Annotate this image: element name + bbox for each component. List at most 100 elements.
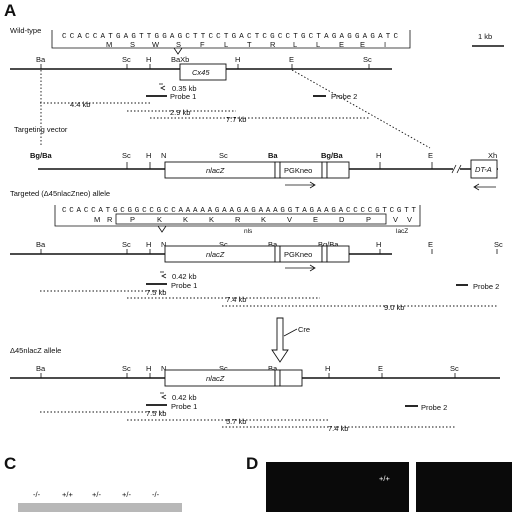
nlacz-label: nlacZ	[206, 374, 225, 383]
aa: F	[200, 40, 205, 49]
targeting-vector-title: Targeting vector	[14, 125, 68, 134]
aa: L	[316, 40, 320, 49]
site-label: Bg/Ba	[321, 151, 343, 160]
targeted-sequence: CCACCATGCGGCCGCCAAAAAGAAGAGAAAGGTAGAAGAC…	[62, 207, 416, 215]
aa: V	[407, 215, 412, 224]
aa: S	[130, 40, 135, 49]
aa: W	[152, 40, 160, 49]
site-label: N	[161, 151, 166, 160]
site-label: E	[378, 364, 383, 373]
site-label: Sc	[363, 55, 372, 64]
cre-label: Cre	[298, 325, 310, 334]
targeted-allele-title: Targeted (Δ45nlacZneo) allele	[10, 189, 110, 198]
fragment-label: 7.5 kb	[146, 409, 166, 418]
targeted-small-fragment-arrow	[160, 271, 167, 279]
scale-bar-label: 1 kb	[478, 32, 492, 41]
cre-label-leader	[283, 328, 298, 337]
aa: M	[94, 215, 100, 224]
site-label: E	[428, 240, 433, 249]
pgkneo-label: PGKneo	[284, 250, 312, 259]
probe-1-label: Probe 1	[171, 281, 197, 290]
fragment-label: 7.7 kb	[226, 115, 246, 124]
wildtype-sequence-bracket	[51, 30, 411, 49]
aa: R	[235, 215, 241, 224]
wildtype-pointer	[173, 47, 183, 55]
site-label: H	[325, 364, 330, 373]
microscopy-genotype-label: +/+	[379, 474, 390, 483]
pgkneo-direction-arrow	[285, 181, 316, 189]
wildtype-site-ticks	[40, 64, 370, 69]
site-label: Bg/Ba	[30, 151, 52, 160]
fragment-label: 9.0 kb	[384, 303, 404, 312]
homology-arm-box	[279, 369, 303, 387]
site-label: N	[161, 240, 166, 249]
vector-break-mark	[451, 164, 462, 174]
aa: K	[183, 215, 188, 224]
panel-d-label: D	[246, 454, 258, 473]
site-label: Sc	[122, 55, 131, 64]
nlacz-label: nlacZ	[206, 250, 225, 259]
probe-1-label: Probe 1	[171, 402, 197, 411]
aa: S	[176, 40, 181, 49]
homology-line-right	[291, 69, 431, 149]
fragment-label: 7.5 kb	[146, 288, 166, 297]
aa: L	[224, 40, 228, 49]
aa: K	[209, 215, 214, 224]
site-label: Sc	[219, 240, 228, 249]
targeted-amino-acids: M R P K K K R K V E D P V V	[94, 215, 412, 224]
nls-box	[115, 213, 387, 225]
genotype-label: -/-	[33, 490, 41, 499]
site-label: Sc	[450, 364, 459, 373]
microscopy-image-second	[416, 462, 512, 512]
site-label: H	[146, 364, 151, 373]
site-label: Ba	[268, 151, 278, 160]
site-label: Sc	[494, 240, 503, 249]
aa: P	[130, 215, 135, 224]
deleted-small-fragment-label: 0.42 kb	[172, 393, 197, 402]
site-label: H	[146, 151, 151, 160]
aa: K	[261, 215, 266, 224]
site-label: BaXb	[171, 55, 189, 64]
wildtype-sequence: CCACCATGAGTTGGAGCTTCCTGACTCGCCTGCTAGAGGA…	[62, 33, 398, 41]
fragment-label: 7.4 kb	[226, 295, 246, 304]
targeted-sequence-bracket	[54, 205, 421, 227]
site-label: Bg/Ba	[318, 240, 339, 249]
site-label: Sc	[219, 151, 228, 160]
probe-2-label: Probe 2	[473, 282, 499, 291]
probe-2-label: Probe 2	[421, 403, 447, 412]
fragment-label: 2.9 kb	[170, 108, 190, 117]
aa: E	[313, 215, 318, 224]
deleted-site-ticks	[40, 373, 456, 378]
wildtype-small-fragment-label: 0.35 kb	[172, 84, 197, 93]
cx45-exon-box	[179, 63, 227, 81]
probe-1-label: Probe 1	[170, 92, 196, 101]
site-label: Xh	[488, 151, 497, 160]
targeted-pointer	[157, 225, 167, 233]
aa: R	[270, 40, 276, 49]
site-label: E	[428, 151, 433, 160]
homology-arm-box	[326, 245, 350, 263]
site-label: H	[146, 240, 151, 249]
aa: K	[157, 215, 162, 224]
loxp-site-right	[321, 161, 328, 179]
site-label: H	[235, 55, 240, 64]
wildtype-title: Wild-type	[10, 26, 41, 35]
aa: D	[339, 215, 345, 224]
genotype-label: +/+	[62, 490, 73, 499]
fragment-label: 7.4 kb	[328, 424, 348, 433]
wildtype-amino-acids: M S W S F L T R L L E E I	[106, 40, 386, 49]
targeted-site-ticks	[40, 249, 498, 254]
deleted-small-fragment-arrow	[160, 392, 167, 400]
aa: T	[247, 40, 252, 49]
cx45-label: Cx45	[192, 68, 210, 77]
scale-bar: 1 kb	[472, 32, 504, 47]
homology-arm-box	[326, 161, 350, 179]
fragment-label: 5.7 kb	[226, 417, 246, 426]
pgkneo-label: PGKneo	[284, 166, 312, 175]
aa: V	[287, 215, 292, 224]
nls-label: nls	[244, 228, 253, 235]
aa: L	[293, 40, 297, 49]
deleted-allele-title: Δ45nlacZ allele	[10, 346, 61, 355]
site-label: H	[146, 55, 151, 64]
